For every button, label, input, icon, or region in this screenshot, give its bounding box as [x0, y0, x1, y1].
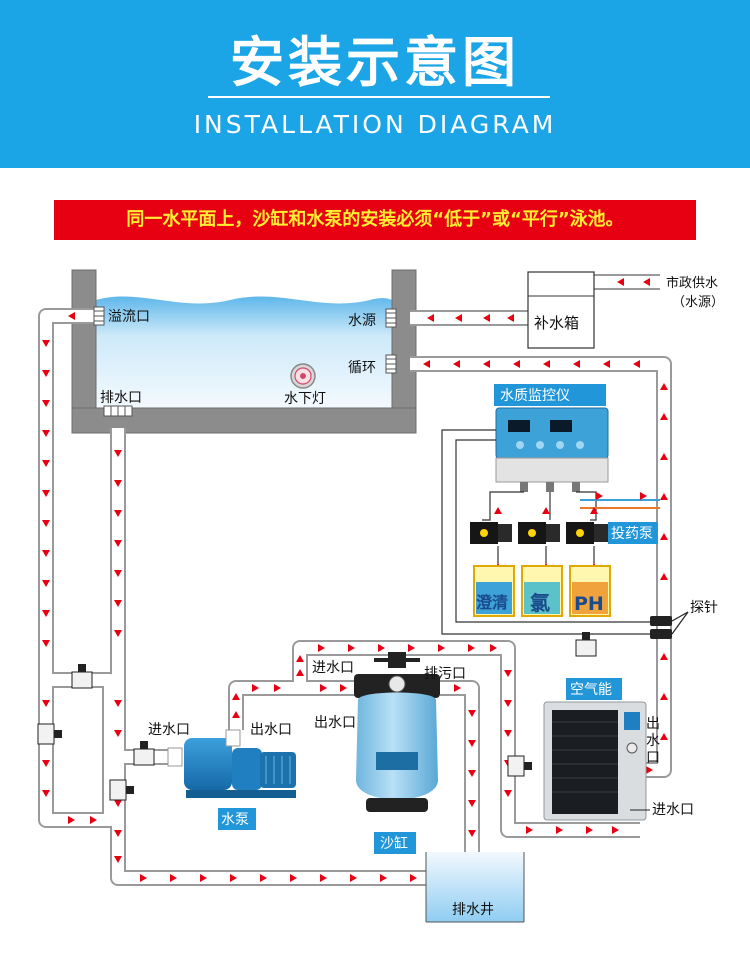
- valve-heatpump-bypass-icon: [507, 755, 532, 777]
- header-banner: 安装示意图 INSTALLATION DIAGRAM: [0, 0, 750, 168]
- valve-left-top-icon: [71, 664, 93, 689]
- label-dosing-pump: 投药泵: [611, 526, 653, 542]
- underwater-light-icon: [290, 363, 316, 389]
- title-divider: [208, 96, 550, 98]
- valves: [37, 632, 597, 801]
- water-quality-monitor-device: [495, 407, 609, 492]
- monitor-label-bg: [494, 384, 606, 406]
- circulation-fitting: [385, 354, 397, 374]
- label-sand-filter: 沙缸: [380, 835, 408, 852]
- label-pump-inlet: 进水口: [148, 722, 190, 738]
- label-tank-chlorine: 氯: [530, 591, 550, 615]
- page-subtitle: INSTALLATION DIAGRAM: [193, 110, 557, 139]
- warning-banner: 同一水平面上，沙缸和水泵的安装必须“低于”或“平行”泳池。: [54, 200, 696, 240]
- probe-icon: [650, 611, 689, 639]
- label-drain: 排水口: [100, 390, 142, 406]
- dosing-pump-3-icon: [566, 522, 608, 544]
- dosing-pump-1-icon: [470, 522, 512, 544]
- drain-fitting: [103, 405, 133, 417]
- drain-well: [425, 852, 525, 923]
- label-overflow: 溢流口: [108, 309, 150, 325]
- label-city-supply-sub: （水源）: [672, 295, 724, 310]
- label-tank-ph: PH: [574, 593, 604, 615]
- label-city-supply: 市政供水: [666, 275, 718, 291]
- pump-label-bg: [218, 808, 256, 830]
- dosing-lines: [580, 499, 660, 509]
- chemical-tanks: [473, 565, 611, 617]
- sand-filter-icon: [354, 652, 440, 812]
- label-tank-clarify: 澄清: [476, 593, 508, 612]
- label-outlet-vertical-3: 口: [646, 750, 660, 766]
- valve-left-side-icon: [37, 723, 62, 745]
- heat-pump-label-bg: [566, 678, 622, 700]
- water-pump-icon: [167, 729, 296, 798]
- label-filter-inlet: 进水口: [312, 660, 354, 676]
- label-monitor: 水质监控仪: [500, 388, 570, 404]
- label-filter-waste: 排污口: [424, 666, 466, 682]
- dosing-pump-label-bg: [608, 522, 658, 544]
- heat-pump-unit-icon: [543, 701, 647, 821]
- label-filter-outlet: 出水口: [314, 715, 356, 731]
- label-probe: 探针: [690, 600, 718, 616]
- label-outlet-vertical-2: 水: [646, 733, 660, 749]
- label-pump: 水泵: [221, 812, 249, 828]
- overflow-fitting: [93, 306, 105, 326]
- label-underwater-light: 水下灯: [284, 391, 326, 407]
- valve-drain-icon: [109, 779, 134, 801]
- label-drain-well: 排水井: [452, 902, 494, 918]
- valve-pump-inlet-icon: [133, 741, 155, 766]
- water-source-fitting: [385, 308, 397, 328]
- label-outlet-vertical-1: 出: [646, 716, 660, 732]
- label-air-energy: 空气能: [570, 682, 612, 698]
- label-water-source: 水源: [348, 313, 376, 329]
- label-inlet-right: 进水口: [652, 802, 694, 818]
- dosing-pump-2-icon: [518, 522, 560, 544]
- label-pump-outlet: 出水口: [250, 722, 292, 738]
- flow-arrows: [42, 278, 668, 882]
- label-makeup-tank: 补水箱: [534, 314, 579, 332]
- sand-filter-label-bg: [374, 832, 416, 854]
- pipe-network: [38, 274, 672, 890]
- dosing-pumps: [470, 522, 608, 544]
- page-title: 安装示意图: [230, 31, 520, 94]
- valve-return-icon: [575, 632, 597, 657]
- label-circulation: 循环: [348, 360, 376, 376]
